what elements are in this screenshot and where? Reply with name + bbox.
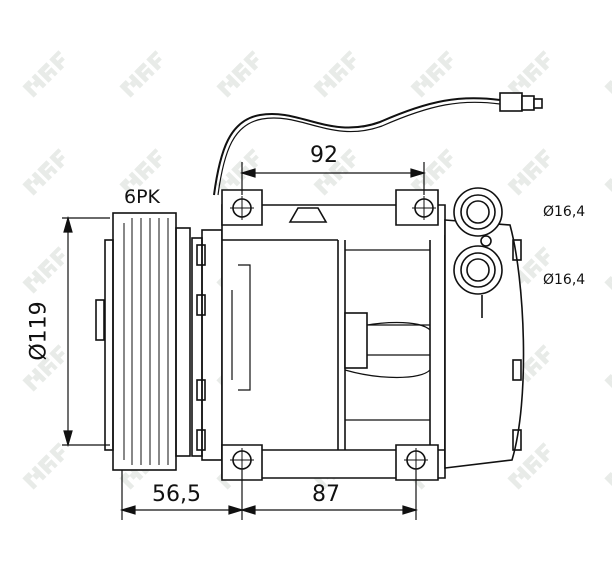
- dim-belt-profile: 6PK: [124, 186, 161, 208]
- nrf-watermark-logo: [22, 148, 65, 196]
- dim-bottom-right: 87: [312, 482, 340, 507]
- dim-pulley-diameter: Ø119: [26, 301, 52, 361]
- dim-top-width: 92: [310, 143, 338, 168]
- mount-ears: [221, 189, 439, 481]
- connector: [499, 92, 543, 112]
- ports: [453, 187, 503, 318]
- compressor-body: [221, 204, 446, 479]
- nrf-watermark-logo: [22, 50, 65, 98]
- nrf-watermark-logo: [119, 50, 162, 98]
- nrf-watermark-logo: [507, 50, 550, 98]
- nrf-watermark-logo: [119, 148, 162, 196]
- cable: [213, 97, 501, 196]
- dim-bottom-left: 56,5: [152, 482, 201, 507]
- nrf-watermark-logo: [313, 50, 356, 98]
- nrf-watermark-logo: [22, 246, 65, 294]
- nrf-watermark-logo: [507, 442, 550, 490]
- dim-port-upper: Ø16,4: [543, 204, 586, 220]
- nrf-watermark-logo: [216, 50, 259, 98]
- nrf-watermark-logo: [410, 50, 453, 98]
- nrf-watermark-logo: [22, 344, 65, 392]
- nrf-watermark-logo: [507, 148, 550, 196]
- nrf-watermark-logo: [22, 442, 65, 490]
- dimension-lines: [62, 162, 427, 520]
- dim-port-lower: Ø16,4: [543, 272, 586, 288]
- pulley: [95, 212, 191, 471]
